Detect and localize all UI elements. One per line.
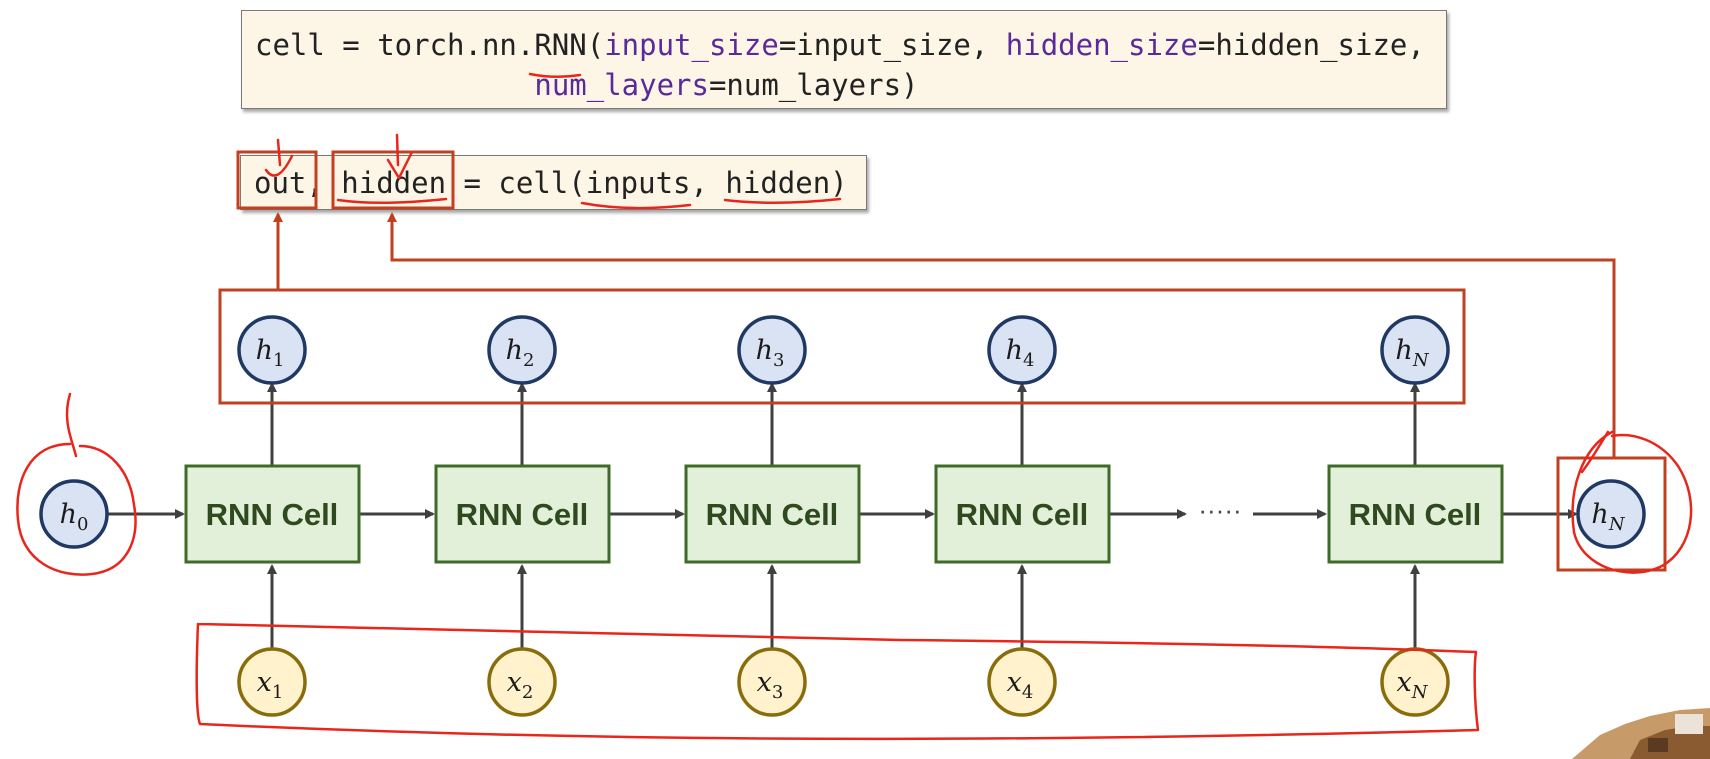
annotation-underline-hidden-arg bbox=[723, 197, 842, 205]
svg-text:h1: h1 bbox=[256, 335, 285, 371]
node-subscript: N bbox=[1608, 514, 1626, 535]
rnn-cell-3: RNN Cell bbox=[684, 464, 861, 564]
code-rnn-constructor: cell = torch.nn.RNN(input_size=input_siz… bbox=[241, 10, 1447, 109]
code-cell-call: out, hidden = cell(inputs, hidden) bbox=[240, 155, 867, 210]
node-subscript: 1 bbox=[273, 350, 284, 371]
annotation-underline-inputs bbox=[580, 201, 692, 210]
node-subscript: 2 bbox=[522, 682, 533, 703]
node-base: h bbox=[756, 335, 773, 366]
code-keyword-input-size: input_size bbox=[604, 28, 779, 62]
node-xN: xN bbox=[1380, 647, 1450, 717]
svg-text:xN: xN bbox=[1397, 667, 1429, 703]
node-h4: h4 bbox=[987, 315, 1057, 385]
annotation-check-out bbox=[264, 138, 294, 177]
svg-text:h3: h3 bbox=[756, 335, 785, 371]
node-subscript: 3 bbox=[773, 350, 784, 371]
node-hN-final: hN bbox=[1576, 479, 1646, 549]
svg-text:hN: hN bbox=[1591, 499, 1625, 535]
rnn-cell-label: RNN Cell bbox=[956, 497, 1089, 532]
code-text: cell = torch.nn.RNN( bbox=[255, 28, 605, 62]
annotation-check-hidden bbox=[386, 133, 414, 180]
node-subscript: 3 bbox=[772, 682, 783, 703]
node-h2: h2 bbox=[487, 315, 557, 385]
node-subscript: N bbox=[1411, 682, 1429, 703]
node-base: h bbox=[1591, 499, 1608, 530]
rnn-cell-label: RNN Cell bbox=[206, 497, 339, 532]
connector-hN-to-hidden bbox=[387, 212, 1616, 458]
svg-text:h0: h0 bbox=[60, 499, 89, 535]
rnn-cell-2: RNN Cell bbox=[434, 464, 611, 564]
node-hN-output: hN bbox=[1380, 315, 1450, 385]
annotation-circle-hN bbox=[1571, 430, 1693, 574]
svg-text:x4: x4 bbox=[1007, 667, 1034, 703]
rnn-cell-4: RNN Cell bbox=[934, 464, 1111, 564]
node-base: h bbox=[506, 335, 523, 366]
node-subscript: N bbox=[1412, 350, 1430, 371]
annotation-circle-h0 bbox=[16, 442, 137, 576]
presenter-video-corner bbox=[1570, 700, 1710, 759]
svg-text:h2: h2 bbox=[506, 335, 535, 371]
output-nodes: h1 h2 h3 h4 hN bbox=[237, 315, 1450, 385]
rnn-cell-label: RNN Cell bbox=[456, 497, 589, 532]
rnn-cells: RNN Cell RNN Cell RNN Cell RNN Cell RNN … bbox=[184, 464, 1504, 564]
rnn-cell-label: RNN Cell bbox=[1349, 497, 1482, 532]
node-base: x bbox=[757, 667, 772, 698]
node-subscript: 4 bbox=[1022, 682, 1033, 703]
node-base: h bbox=[60, 499, 77, 530]
node-subscript: 1 bbox=[272, 682, 283, 703]
node-h3: h3 bbox=[737, 315, 807, 385]
node-subscript: 4 bbox=[1023, 350, 1034, 371]
rnn-cell-label: RNN Cell bbox=[706, 497, 839, 532]
annotation-tick-h0 bbox=[65, 392, 78, 458]
svg-text:h4: h4 bbox=[1006, 335, 1035, 371]
node-x4: x4 bbox=[987, 647, 1057, 717]
node-base: x bbox=[507, 667, 522, 698]
node-subscript: 2 bbox=[523, 350, 534, 371]
code-text: =hidden_size, bbox=[1197, 28, 1425, 62]
node-x2: x2 bbox=[487, 647, 557, 717]
node-base: h bbox=[1395, 335, 1412, 366]
node-base: x bbox=[1007, 667, 1022, 698]
highlight-hidden-var-box bbox=[331, 150, 455, 210]
annotation-tick-hN bbox=[1580, 430, 1610, 474]
highlight-outputs-box bbox=[218, 288, 1466, 405]
code-text: =input_size, bbox=[778, 28, 1006, 62]
svg-text:x3: x3 bbox=[757, 667, 784, 703]
node-x1: x1 bbox=[237, 647, 307, 717]
annotation-inputs-loop bbox=[195, 622, 1480, 741]
ellipsis: ····· bbox=[1198, 495, 1241, 525]
code-keyword-hidden-size: hidden_size bbox=[1005, 28, 1198, 62]
annotation-underline-hidden bbox=[336, 197, 448, 205]
svg-text:x2: x2 bbox=[507, 667, 534, 703]
svg-text:hN: hN bbox=[1395, 335, 1429, 371]
node-h1: h1 bbox=[237, 315, 307, 385]
annotation-underline-rnn bbox=[528, 72, 582, 78]
rnn-cell-N: RNN Cell bbox=[1327, 464, 1504, 564]
vertical-arrows bbox=[267, 382, 1420, 648]
node-h0: h0 bbox=[39, 479, 109, 549]
rnn-cell-1: RNN Cell bbox=[184, 464, 361, 564]
highlight-out-var-box bbox=[236, 150, 318, 210]
node-base: x bbox=[257, 667, 272, 698]
node-base: x bbox=[1397, 667, 1412, 698]
freehand-annotations bbox=[16, 72, 1693, 741]
node-base: h bbox=[1006, 335, 1023, 366]
node-base: h bbox=[256, 335, 273, 366]
input-nodes: x1 x2 x3 x4 xN bbox=[237, 647, 1450, 717]
svg-text:x1: x1 bbox=[257, 667, 284, 703]
node-subscript: 0 bbox=[77, 514, 88, 535]
code-keyword-num-layers: num_layers bbox=[534, 68, 709, 102]
code-text: =num_layers) bbox=[708, 68, 919, 102]
node-x3: x3 bbox=[737, 647, 807, 717]
